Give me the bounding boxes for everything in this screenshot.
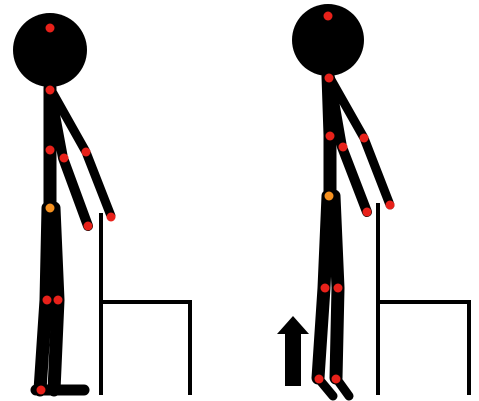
joint-marker-hand-back [386, 201, 395, 210]
joint-marker-head [46, 24, 55, 33]
joint-marker-ankle-front [332, 375, 341, 384]
joint-marker-ankle-back [315, 375, 324, 384]
joint-marker-elbow-front [339, 143, 348, 152]
joint-marker-head [324, 12, 333, 21]
joint-marker-knee-front [54, 296, 63, 305]
joint-marker-elbow-front [60, 154, 69, 163]
center-of-mass-marker [325, 192, 334, 201]
joint-marker-knee-back [43, 296, 52, 305]
joint-marker-elbow-back [360, 134, 369, 143]
joint-marker-knee-back [321, 284, 330, 293]
joint-marker-shoulder [46, 146, 55, 155]
joint-marker-neck [46, 86, 55, 95]
joint-marker-shoulder [326, 132, 335, 141]
joint-marker-neck [325, 74, 334, 83]
joint-marker-elbow-back [82, 148, 91, 157]
joint-marker-hand-front [84, 222, 93, 231]
joint-marker-ankle [37, 386, 46, 395]
joint-marker-hand-back [107, 213, 116, 222]
center-of-mass-marker [46, 204, 55, 213]
joint-marker-hand-front [363, 208, 372, 217]
joint-marker-knee-front [334, 284, 343, 293]
